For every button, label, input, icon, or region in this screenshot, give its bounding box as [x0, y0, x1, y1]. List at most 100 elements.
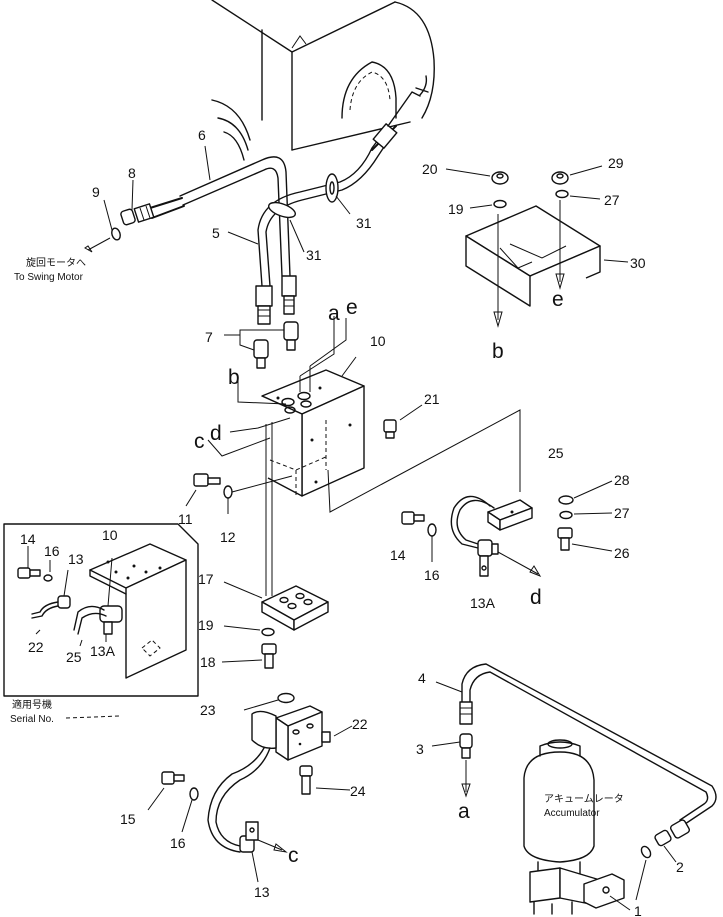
fitting-2	[654, 819, 691, 863]
callout-7: 7	[205, 329, 213, 345]
callout-22-inset: 22	[28, 639, 44, 655]
letter-c-switch: c	[288, 844, 299, 867]
bolt-18	[221, 643, 277, 669]
inset-panel	[3, 523, 199, 697]
washer-19-lower	[223, 625, 275, 637]
bolt-11	[185, 473, 221, 507]
washer-19-top	[469, 199, 507, 209]
nut-20	[445, 168, 509, 185]
caption-swing-jp: 旋回モータへ	[26, 256, 86, 269]
hose-4	[435, 663, 717, 827]
letter-a-accumulator: a	[458, 800, 470, 823]
callout-25-inset: 25	[66, 649, 82, 665]
plug-21	[383, 404, 423, 439]
callout-9: 9	[92, 184, 100, 200]
washer-16-lower	[181, 787, 199, 833]
callout-labels: 1 2 3 4 5 6 7 8 9 10 10 11 12 13 13 13A …	[20, 127, 684, 917]
callout-4: 4	[418, 670, 426, 686]
callout-15: 15	[120, 811, 136, 827]
callout-1: 1	[634, 903, 642, 917]
bolt-24	[299, 765, 351, 795]
connection-letters: a a b b c c d d e e	[194, 288, 564, 867]
caption-accumulator-jp: アキュームレータ	[544, 793, 624, 805]
callout-6: 6	[198, 127, 206, 143]
callout-31-lower: 31	[306, 247, 322, 263]
callout-23: 23	[200, 702, 216, 718]
mount-plate-17	[223, 581, 329, 631]
callout-16-lower: 16	[170, 835, 186, 851]
callout-11: 11	[178, 511, 193, 527]
callout-27: 27	[614, 505, 630, 521]
callout-12: 12	[220, 529, 236, 545]
callout-3: 3	[416, 741, 424, 757]
nut-29	[551, 165, 603, 185]
washer-12	[223, 475, 293, 514]
outline-connector-lines	[327, 409, 521, 513]
hose-5	[255, 91, 421, 325]
bolt-14-right	[401, 511, 425, 525]
hose-6	[111, 156, 297, 315]
letter-b-cover: b	[492, 340, 504, 363]
callout-8: 8	[128, 165, 136, 181]
callout-22: 22	[352, 716, 368, 732]
callout-29: 29	[608, 155, 624, 171]
hardware-26-27-28	[557, 480, 613, 552]
letter-d-block: d	[210, 422, 222, 445]
callout-19: 19	[198, 617, 214, 633]
callout-30: 30	[630, 255, 646, 271]
callout-18: 18	[200, 654, 216, 670]
elbow-fittings-7	[253, 321, 299, 369]
letter-c-block: c	[194, 430, 205, 453]
callout-25: 25	[548, 445, 564, 461]
callout-20: 20	[422, 161, 438, 177]
connector-3	[431, 733, 473, 798]
bolt-15	[147, 771, 185, 811]
pressure-switch-13A	[477, 539, 542, 578]
captions: 旋回モータへ To Swing Motor アキュームレータ Accumulat…	[10, 256, 624, 819]
letter-b-block: b	[228, 366, 240, 389]
leaders-upper-left	[84, 145, 351, 351]
callout-16-inset: 16	[44, 543, 60, 559]
letter-e-cover: e	[552, 288, 564, 311]
solenoid-valve-22	[207, 692, 353, 853]
callout-13: 13	[254, 884, 270, 900]
callout-2: 2	[676, 859, 684, 875]
valve-block-10	[207, 316, 365, 596]
callout-21: 21	[424, 391, 440, 407]
caption-accumulator-en: Accumulator	[544, 808, 600, 819]
callout-28: 28	[614, 472, 630, 488]
callout-13A-inset: 13A	[90, 643, 116, 659]
solenoid-25	[450, 495, 533, 549]
letter-d-switch: d	[530, 586, 542, 609]
callout-14: 14	[390, 547, 406, 563]
callout-16: 16	[424, 567, 440, 583]
callout-17: 17	[198, 571, 214, 587]
cover-30	[465, 200, 629, 328]
letter-e-block: e	[346, 296, 358, 319]
machine-body-outline	[211, 0, 435, 161]
clamp-31-lower	[267, 201, 297, 219]
callout-14-inset: 14	[20, 531, 36, 547]
caption-serial-en: Serial No.	[10, 714, 54, 725]
washer-16-right	[427, 523, 437, 562]
callout-10-inset: 10	[102, 527, 118, 543]
callout-13A: 13A	[470, 595, 496, 611]
clamp-31-upper	[325, 173, 339, 203]
accumulator	[523, 739, 631, 915]
callout-19-top: 19	[448, 201, 464, 217]
callout-5: 5	[212, 225, 220, 241]
caption-swing-en: To Swing Motor	[14, 272, 84, 283]
callout-13-inset: 13	[68, 551, 84, 567]
caption-serial-jp: 適用号機	[12, 698, 52, 711]
callout-26: 26	[614, 545, 630, 561]
callout-10: 10	[370, 333, 386, 349]
letter-a-block: a	[328, 302, 340, 325]
washer-27-top	[555, 189, 601, 200]
callout-27-top: 27	[604, 192, 620, 208]
switch-13-lower	[239, 821, 288, 883]
callout-31: 31	[356, 215, 372, 231]
callout-24: 24	[350, 783, 366, 799]
o-ring-1	[635, 845, 652, 901]
